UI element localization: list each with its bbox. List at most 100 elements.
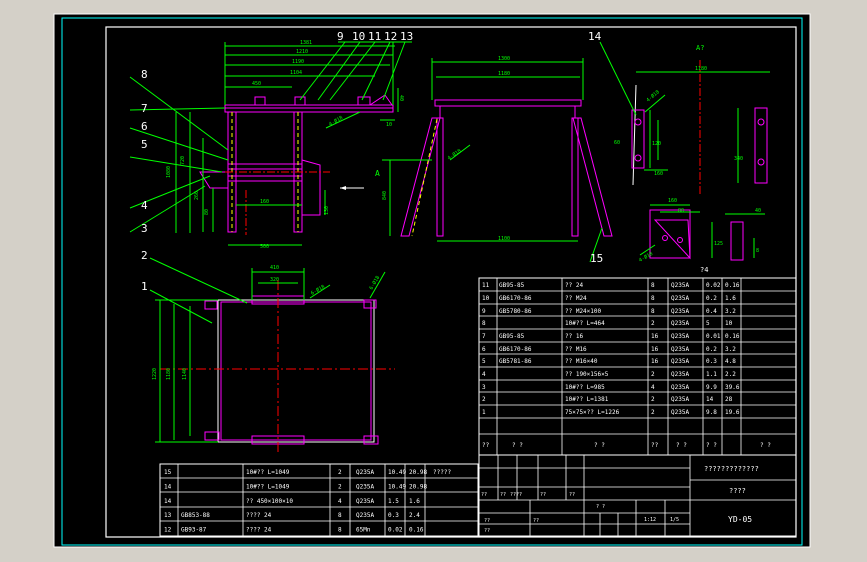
- bom-upper-cell: GB6170-86: [499, 346, 532, 353]
- border-frame: [61, 17, 803, 546]
- svg-text:6: 6: [141, 120, 148, 133]
- sheet-value: 1/5: [670, 517, 679, 523]
- svg-text:5: 5: [141, 138, 148, 151]
- bom-upper-cell: 8: [651, 295, 655, 302]
- bom-upper-cell: ?? 190×156×5: [565, 371, 609, 378]
- bom-lower-cell: Q235A: [356, 512, 374, 519]
- svg-text:1210: 1210: [296, 49, 308, 55]
- bom-upper-cell: Q235A: [671, 371, 689, 378]
- bom-upper-cell: 3: [482, 384, 486, 391]
- bom-lower-cell: Q235A: [356, 483, 374, 490]
- svg-text:450: 450: [252, 81, 261, 87]
- bom-upper-cell: 1: [482, 409, 486, 416]
- svg-text:14: 14: [588, 30, 602, 43]
- svg-text:1180: 1180: [498, 71, 510, 77]
- bom-upper-cell: 9: [482, 308, 486, 315]
- svg-text:7: 7: [141, 102, 148, 115]
- svg-text:160: 160: [668, 198, 677, 204]
- bom-upper-cell: Q235A: [671, 384, 689, 391]
- bom-upper-cell: 0.4: [706, 308, 717, 315]
- bom-lower-cell: 10#?? L=1049: [246, 483, 290, 490]
- svg-text:1080: 1080: [166, 166, 172, 178]
- bom-lower-cell: 8: [338, 527, 342, 534]
- bom-upper-cell: 6: [482, 346, 486, 353]
- bom-upper-cell: 8: [651, 282, 655, 289]
- bom-lower-cell: Q235A: [356, 498, 374, 505]
- svg-text:9: 9: [337, 30, 344, 43]
- svg-text:40: 40: [398, 95, 404, 101]
- bom-lower-cell: ???? 24: [246, 512, 272, 519]
- bom-lower-cell: Q235A: [356, 469, 374, 476]
- bom-upper-cell: 10#?? L=985: [565, 384, 605, 391]
- bom-upper-cell: ?? M16: [565, 346, 587, 353]
- svg-text:4: 4: [141, 199, 148, 212]
- bom-upper-cell: 0.02: [706, 282, 721, 289]
- svg-text:320: 320: [270, 277, 279, 283]
- bom-upper-cell: 9.8: [706, 409, 717, 416]
- svg-text:13: 13: [400, 30, 413, 43]
- svg-text:A: A: [375, 169, 380, 178]
- company-name: ????: [729, 487, 746, 495]
- svg-text:500: 500: [260, 244, 269, 250]
- bom-upper-cell: 2: [651, 320, 655, 327]
- scale-label: ? ?: [596, 504, 605, 510]
- svg-text:130: 130: [324, 206, 330, 215]
- bom-lower-cell: 14: [164, 498, 172, 505]
- bom-upper-cell: ?? 24: [565, 282, 583, 289]
- svg-text:1: 1: [141, 280, 148, 293]
- svg-text:1220: 1220: [152, 368, 158, 380]
- title-block-label: ??: [533, 518, 539, 524]
- bom-lower-cell: 0.02: [388, 527, 403, 534]
- svg-text:11: 11: [368, 30, 381, 43]
- bom-upper-cell: Q235A: [671, 308, 689, 315]
- bom-upper-cell: 10#?? L=1381: [565, 396, 609, 403]
- bom-upper-cell: 9.9: [706, 384, 717, 391]
- bom-upper-cell: 3.2: [725, 346, 736, 353]
- title-block-label: ??: [569, 492, 575, 498]
- scale-note: ?4: [700, 266, 708, 274]
- title-block-label: ??: [484, 528, 490, 534]
- bom-upper-cell: Q235A: [671, 295, 689, 302]
- svg-text:8: 8: [141, 68, 148, 81]
- bom-upper-cell: 3.2: [725, 308, 736, 315]
- bom-upper-cell: GB5781-86: [499, 358, 532, 365]
- bom-upper-cell: 16: [651, 346, 659, 353]
- svg-text:1180: 1180: [695, 66, 707, 72]
- svg-text:120: 120: [652, 141, 661, 147]
- bom-upper-header: ? ?: [676, 442, 687, 449]
- bom-upper-cell: Q235A: [671, 409, 689, 416]
- title-block-label: ??: [540, 492, 546, 498]
- bom-upper-cell: 39.6: [725, 384, 740, 391]
- bom-lower-cell: 2: [338, 469, 342, 476]
- svg-text:2: 2: [141, 249, 148, 262]
- bom-upper-cell: GB6170-86: [499, 295, 532, 302]
- title-block-label: ??: [500, 492, 506, 498]
- bom-upper-cell: 4.8: [725, 358, 736, 365]
- bom-lower-cell: ???? 24: [246, 527, 272, 534]
- svg-text:340: 340: [734, 156, 743, 162]
- bom-upper-cell: 5: [706, 320, 710, 327]
- svg-text:60: 60: [614, 140, 620, 146]
- bom-upper-cell: 2: [651, 409, 655, 416]
- svg-text:10: 10: [352, 30, 365, 43]
- bom-lower-cell: 0.3: [388, 512, 399, 519]
- bom-upper-header: ? ?: [594, 442, 605, 449]
- bom-lower-cell: 10#?? L=1049: [246, 469, 290, 476]
- bom-upper-cell: 0.16: [725, 282, 740, 289]
- title-block-label: ??: [484, 518, 490, 524]
- bom-lower-cell: GB93-87: [181, 527, 207, 534]
- svg-text:1300: 1300: [498, 56, 510, 62]
- bom-upper-cell: 0.2: [706, 295, 717, 302]
- bom-upper-cell: 8: [482, 320, 486, 327]
- bom-upper-cell: GB95-85: [499, 282, 525, 289]
- bom-lower-cell: 15: [164, 469, 172, 476]
- svg-text:10: 10: [386, 122, 392, 128]
- svg-text:15: 15: [590, 252, 603, 265]
- svg-text:160: 160: [260, 199, 269, 205]
- bom-upper-cell: Q235A: [671, 396, 689, 403]
- bom-upper-cell: 28: [725, 396, 733, 403]
